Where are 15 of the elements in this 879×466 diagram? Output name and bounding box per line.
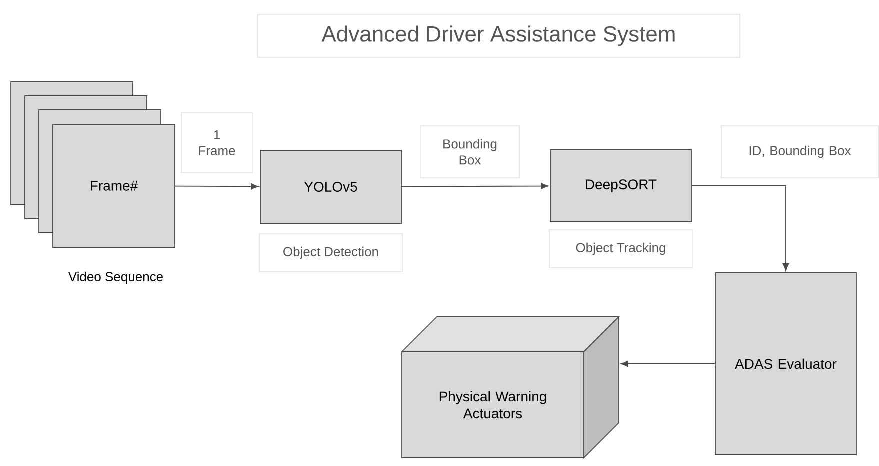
process-box: DeepSORT xyxy=(550,150,692,222)
arrow xyxy=(692,186,790,272)
process-box: YOLOv5 xyxy=(260,150,402,224)
title-box: Advanced Driver Assistance System xyxy=(258,14,740,58)
edge-label: 1 Frame xyxy=(181,112,253,174)
arrow xyxy=(175,183,259,190)
arrow xyxy=(620,360,716,368)
caption-box: Object Tracking xyxy=(549,230,693,268)
node-label: Video Sequence xyxy=(68,272,163,284)
arrow xyxy=(402,183,549,190)
edge-label: Bounding Box xyxy=(420,126,520,178)
caption-box: Object Detection xyxy=(259,234,403,272)
frame-box: Frame# xyxy=(10,82,176,248)
process-box: ADAS Evaluator xyxy=(715,272,857,456)
edge-label: ID, Bounding Box xyxy=(721,126,879,178)
